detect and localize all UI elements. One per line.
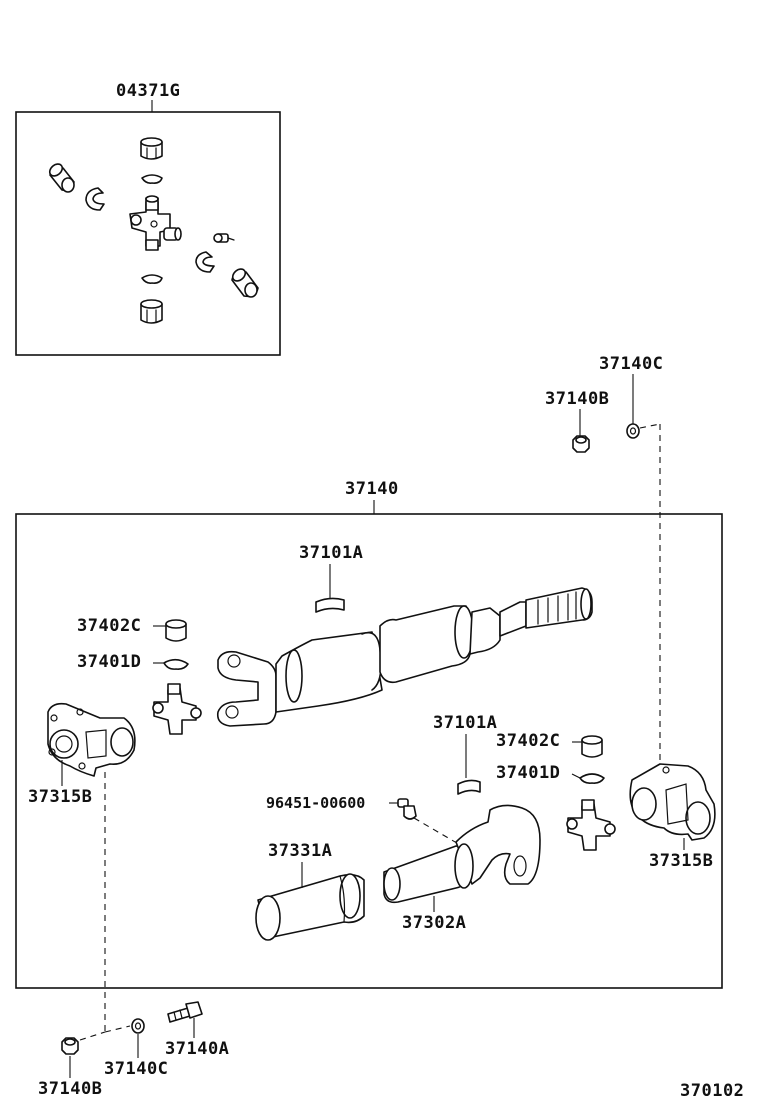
label-37302A[interactable]: 37302A	[402, 913, 466, 933]
kit-bearing-cup-right	[231, 268, 259, 298]
nut-37140B-bottom	[61, 1037, 79, 1055]
bearing-cup-37402C-left	[165, 619, 187, 642]
assembly-37140-frame	[15, 513, 723, 989]
label-37140C-bottom[interactable]: 37140C	[104, 1059, 168, 1079]
kit-universal-joint-spider	[129, 195, 182, 251]
universal-joint-spider-right	[566, 799, 616, 851]
kit-snap-ring-left	[85, 187, 105, 211]
label-37315B-right[interactable]: 37315B	[649, 851, 713, 871]
kit-bearing-cup-top	[140, 137, 163, 160]
label-04371G[interactable]: 04371G	[116, 81, 180, 101]
bolt-37140A	[167, 1001, 203, 1023]
flange-yoke-37315B-left	[47, 702, 136, 777]
flange-yoke-37315B-right	[629, 763, 716, 841]
kit-bearing-cup-left	[48, 163, 75, 193]
snap-ring-37401D-left	[163, 658, 189, 670]
propeller-shaft-tube	[216, 587, 593, 727]
top-fastener-group: 37140C 37140B	[545, 354, 663, 770]
dust-boot-37331A	[255, 873, 365, 941]
label-37101A-lower[interactable]: 37101A	[433, 713, 497, 733]
kit-04371G-group: 04371G	[15, 81, 281, 356]
kit-grease-fitting	[213, 233, 235, 243]
label-37315B-left[interactable]: 37315B	[28, 787, 92, 807]
label-37140B-bottom[interactable]: 37140B	[38, 1079, 102, 1099]
washer-37140C-top	[626, 423, 640, 439]
label-37331A[interactable]: 37331A	[268, 841, 332, 861]
label-37401D-left[interactable]: 37401D	[77, 652, 141, 672]
label-37402C-left[interactable]: 37402C	[77, 616, 141, 636]
bottom-fastener-group: 37140B 37140C 37140A	[38, 772, 229, 1099]
balance-weight-37101A-lower	[457, 779, 481, 795]
label-37140B-top[interactable]: 37140B	[545, 389, 609, 409]
label-37140[interactable]: 37140	[345, 479, 399, 499]
label-37140A[interactable]: 37140A	[165, 1039, 229, 1059]
kit-04371G-frame	[15, 111, 281, 356]
bearing-cup-37402C-right	[581, 735, 603, 758]
kit-bearing-cup-bottom	[140, 299, 163, 324]
washer-37140C-bottom	[131, 1018, 145, 1034]
kit-snap-ring-top	[141, 174, 163, 184]
universal-joint-spider-left	[152, 683, 202, 735]
slip-yoke-37302A	[383, 804, 541, 904]
label-96451-00600[interactable]: 96451-00600	[266, 794, 365, 812]
label-37101A-upper[interactable]: 37101A	[299, 543, 363, 563]
label-37402C-right[interactable]: 37402C	[496, 731, 560, 751]
kit-snap-ring-right	[195, 251, 215, 273]
kit-snap-ring-bottom	[141, 274, 163, 284]
grease-fitting-96451-00600	[397, 798, 417, 820]
diagram-reference-number: 370102	[680, 1081, 744, 1101]
label-37401D-right[interactable]: 37401D	[496, 763, 560, 783]
label-37140C-top[interactable]: 37140C	[599, 354, 663, 374]
balance-weight-37101A-upper	[315, 597, 345, 613]
nut-37140B-top	[572, 435, 590, 453]
snap-ring-37401D-right	[579, 773, 605, 784]
assembly-37140-group: 37140 37101A	[15, 479, 723, 989]
